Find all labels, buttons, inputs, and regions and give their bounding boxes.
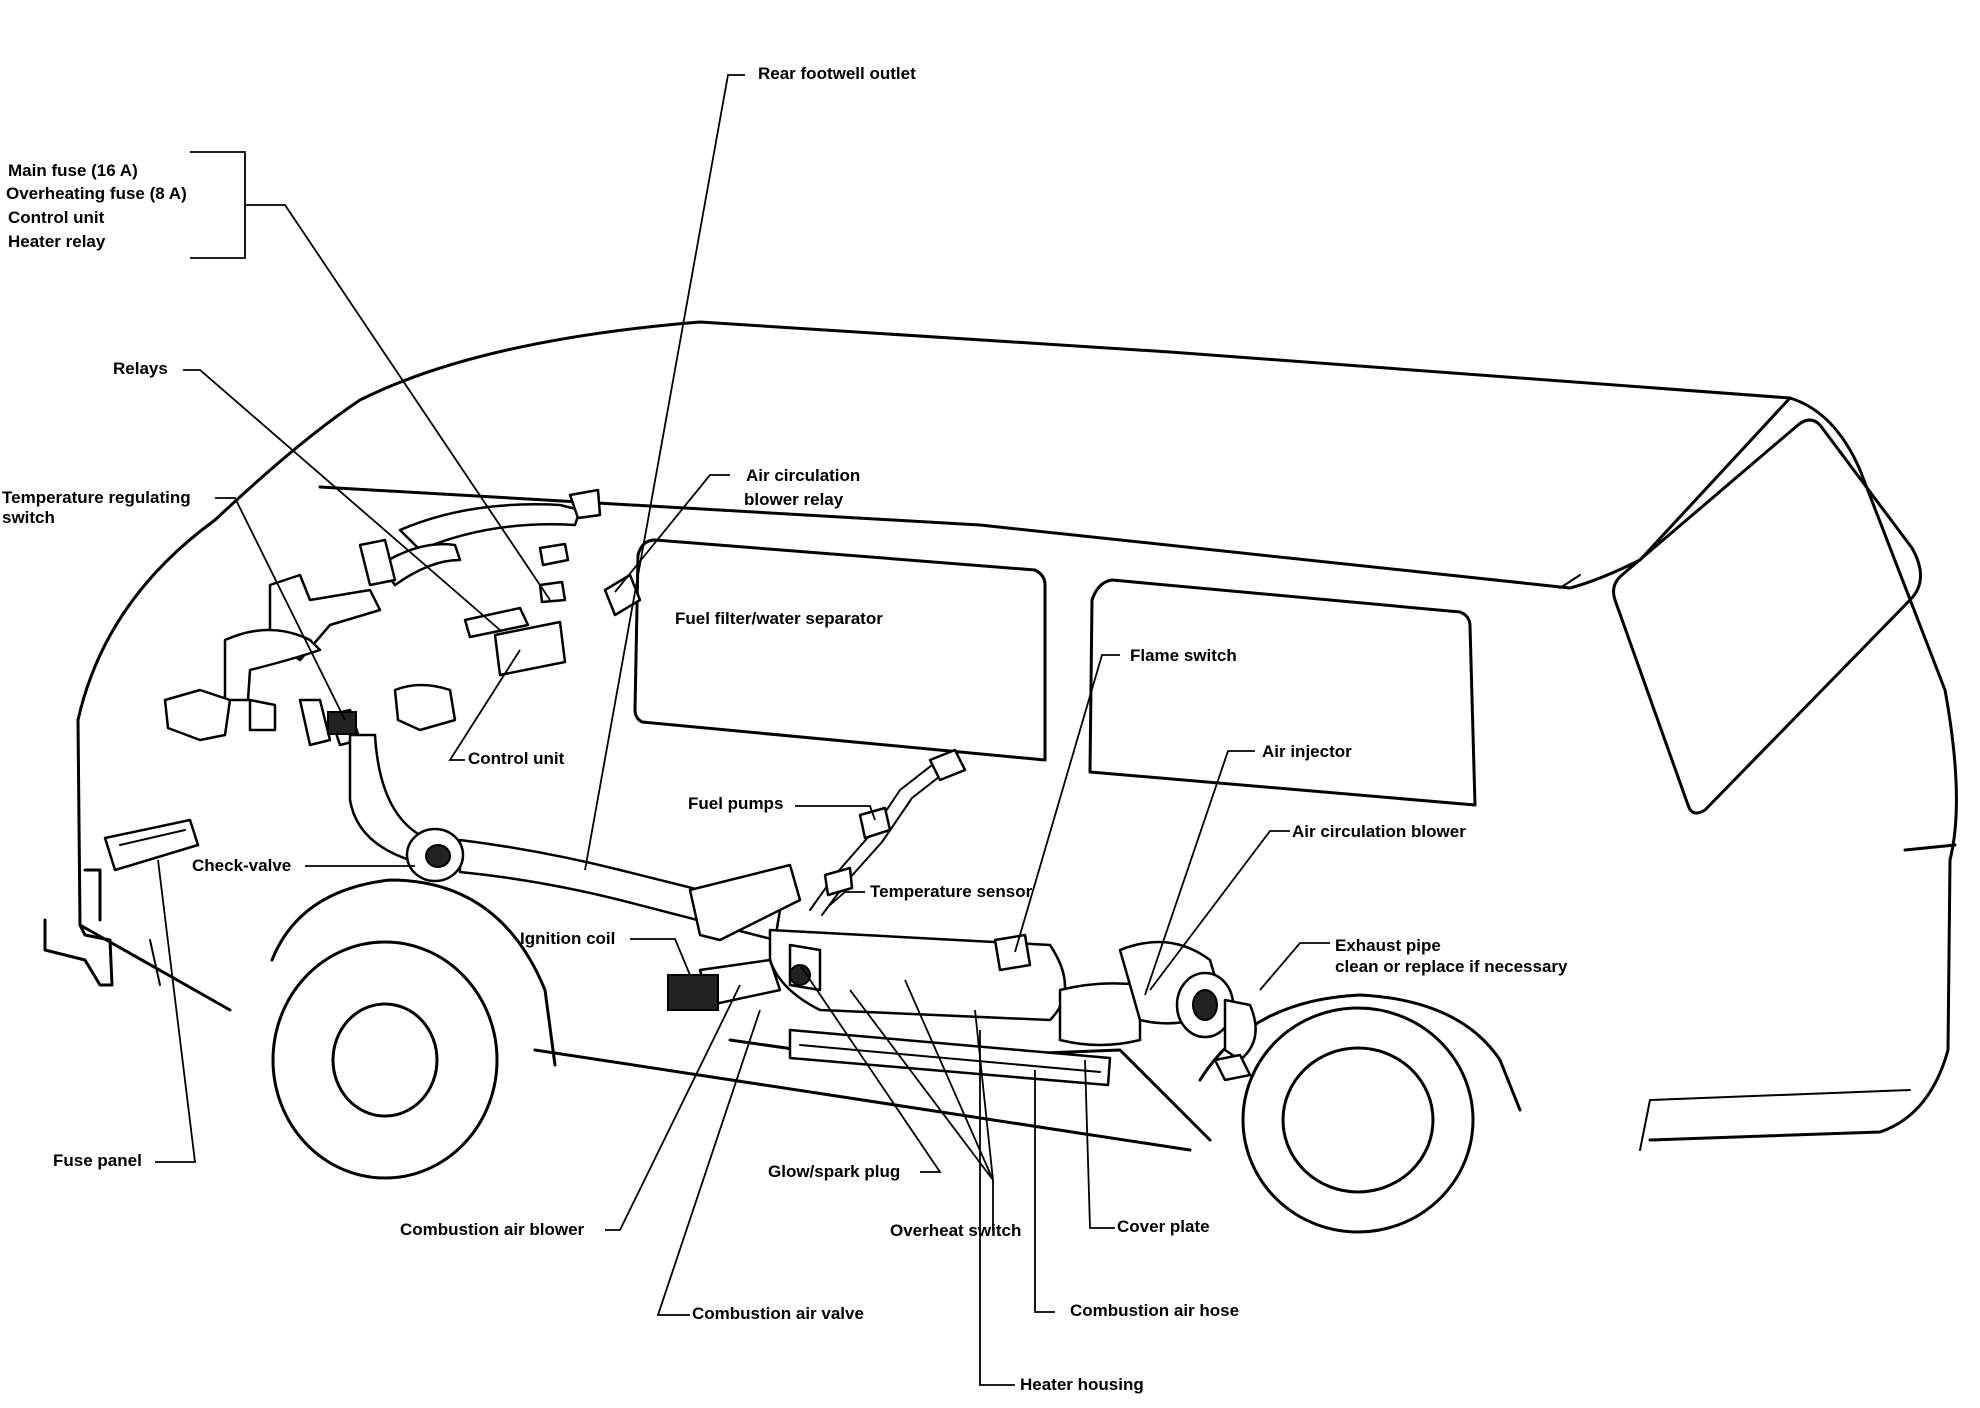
label-relays: Relays (113, 359, 168, 378)
label-overheat-switch: Overheat switch (890, 1221, 1022, 1240)
label-fuel-filter: Fuel filter/water separator (675, 609, 883, 628)
label-exhaust-pipe-l2: clean or replace if necessary (1335, 957, 1568, 976)
group-bracket (190, 151, 246, 259)
label-rear-footwell-outlet: Rear footwell outlet (758, 64, 916, 83)
label-cover-plate: Cover plate (1117, 1217, 1210, 1236)
label-overheating-fuse: Overheating fuse (8 A) (6, 184, 187, 203)
label-temp-regulating-switch-l1: Temperature regulating (2, 488, 191, 507)
rear-wheel (1241, 1006, 1475, 1234)
label-temp-regulating-switch-l2: switch (2, 508, 55, 527)
label-combustion-air-hose: Combustion air hose (1070, 1301, 1240, 1320)
label-fuse-panel: Fuse panel (53, 1151, 142, 1170)
label-check-valve: Check-valve (192, 856, 292, 875)
front-wheel (271, 940, 499, 1180)
label-control-unit-group: Control unit (8, 208, 105, 227)
label-combustion-air-blower: Combustion air blower (400, 1220, 585, 1239)
label-heater-relay: Heater relay (8, 232, 106, 251)
van-body (43, 320, 1958, 1152)
label-main-fuse: Main fuse (16 A) (8, 161, 138, 180)
label-air-injector: Air injector (1262, 742, 1352, 761)
heater-components (103, 488, 1257, 1087)
label-combustion-air-valve: Combustion air valve (692, 1304, 864, 1323)
label-fuel-pumps: Fuel pumps (688, 794, 784, 813)
label-air-circulation-blower: Air circulation blower (1292, 822, 1466, 841)
label-air-circulation-blower-relay-l2: blower relay (744, 490, 844, 509)
label-air-circulation-blower-relay-l1: Air circulation (746, 466, 861, 485)
label-flame-switch: Flame switch (1130, 646, 1237, 665)
leader-lines (155, 74, 1330, 1386)
label-heater-housing: Heater housing (1020, 1375, 1144, 1394)
label-ignition-coil: Ignition coil (520, 929, 616, 948)
label-glow-spark-plug: Glow/spark plug (768, 1162, 901, 1181)
label-control-unit: Control unit (468, 749, 565, 768)
label-exhaust-pipe-l1: Exhaust pipe (1335, 936, 1441, 955)
label-temperature-sensor: Temperature sensor (870, 882, 1033, 901)
